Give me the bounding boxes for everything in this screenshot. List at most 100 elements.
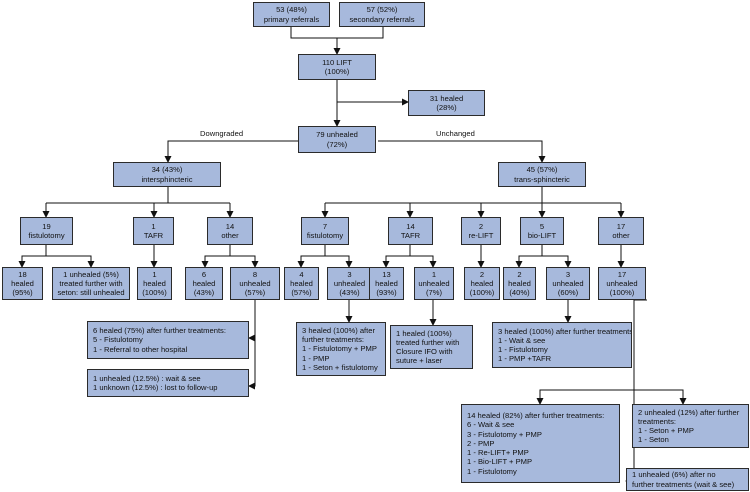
node-trans-sphincteric: 45 (57%) trans-sphincteric bbox=[498, 162, 586, 187]
text: 1 - Bio-LIFT + PMP bbox=[467, 457, 533, 467]
node-6-healed-further: 6 healed (75%) after further treatments:… bbox=[87, 321, 249, 359]
node-14-healed-further: 14 healed (82%) after further treatments… bbox=[461, 404, 620, 483]
node-1-unhealed-seton: 1 unhealed (5%) treated further with set… bbox=[52, 267, 130, 300]
text: (95%) bbox=[12, 288, 33, 298]
node-17-unhealed: 17 unhealed (100%) bbox=[598, 267, 646, 300]
text: 1 healed (100%) bbox=[396, 328, 452, 338]
node-2-healed-re-lift: 2 healed (100%) bbox=[464, 267, 500, 300]
text: healed bbox=[375, 278, 398, 288]
node-110-lift: 110 LIFT (100%) bbox=[298, 54, 376, 80]
text: fistulotomy bbox=[28, 231, 65, 240]
text: TAFR bbox=[143, 231, 164, 240]
text: (43%) bbox=[339, 288, 360, 298]
text: 7 bbox=[322, 221, 328, 231]
node-14-other: 14 other bbox=[207, 217, 253, 245]
text: 1 - Fistulotomy bbox=[467, 466, 517, 476]
node-3-healed-further-fistulotomy: 3 healed (100%) after further treatments… bbox=[296, 322, 386, 376]
text: 1 - Referral to other hospital bbox=[93, 344, 188, 354]
text: (60%) bbox=[557, 288, 579, 298]
text: 1 - Re-LIFT+ PMP bbox=[467, 448, 529, 458]
text: 1 - Seton + fistulotomy bbox=[302, 362, 378, 372]
text: (93%) bbox=[376, 288, 397, 298]
text: 3 - Fistulotomy + PMP bbox=[467, 429, 542, 439]
text: 79 unhealed bbox=[316, 130, 358, 140]
text: 1 unknown (12.5%) : lost to follow-up bbox=[93, 383, 218, 392]
text: 13 bbox=[382, 269, 391, 279]
text: 1 bbox=[152, 269, 157, 279]
node-3-unhealed-bio-lift: 3 unhealed (60%) bbox=[546, 267, 590, 300]
text: healed bbox=[143, 278, 166, 288]
text: (7%) bbox=[425, 288, 443, 298]
text: (57%) bbox=[244, 288, 266, 298]
node-3-healed-further-bio-lift: 3 healed (100%) after further treatments… bbox=[492, 322, 632, 368]
text: further treatments (wait & see) bbox=[632, 479, 735, 489]
edge-label-downgraded: Downgraded bbox=[200, 129, 244, 138]
text: healed bbox=[11, 278, 34, 288]
text: 14 bbox=[225, 221, 235, 231]
text: 57 (52%) bbox=[366, 5, 398, 15]
text: seton: still unhealed bbox=[57, 288, 125, 298]
text: (100%) bbox=[469, 288, 495, 298]
text: unhealed bbox=[606, 278, 638, 288]
text: 18 bbox=[18, 269, 27, 279]
node-primary-referrals: 53 (48%) primary referrals bbox=[253, 2, 330, 27]
text: 3 healed (100%) after further treatments… bbox=[498, 326, 632, 336]
text: Closure IFO with bbox=[396, 347, 453, 356]
text: (43%) bbox=[193, 288, 215, 298]
text: 1 - Seton + PMP bbox=[638, 426, 694, 435]
node-1-unhealed-tafr: 1 unhealed (7%) bbox=[414, 267, 454, 300]
text: 110 LIFT bbox=[322, 57, 352, 67]
node-1-tafr: 1 TAFR bbox=[133, 217, 174, 245]
text: (57%) bbox=[291, 288, 312, 298]
text: re-LIFT bbox=[468, 231, 494, 240]
text: 2 bbox=[479, 269, 485, 279]
text: 6 bbox=[201, 269, 207, 279]
text: 1 bbox=[151, 221, 156, 231]
text: 2 bbox=[517, 269, 522, 279]
text: treatments: bbox=[638, 416, 676, 426]
node-31-healed: 31 healed (28%) bbox=[408, 90, 485, 116]
text: 53 (48%) bbox=[276, 5, 307, 15]
text: 2 - PMP bbox=[467, 438, 495, 448]
text: fistulotomy bbox=[306, 231, 344, 240]
text: 34 (43%) bbox=[151, 165, 183, 175]
text: other bbox=[221, 231, 239, 240]
text: healed bbox=[508, 278, 531, 288]
edge-label-unchanged: Unchanged bbox=[436, 129, 475, 138]
text: 1 - Fistulotomy + PMP bbox=[302, 344, 377, 354]
text: (72%) bbox=[326, 139, 348, 149]
text: 1 - PMP bbox=[302, 353, 330, 363]
text: healed bbox=[470, 278, 494, 288]
text: 1 unhealed (12.5%) : wait & see bbox=[93, 373, 201, 383]
text: 2 bbox=[478, 221, 484, 231]
text: 1 bbox=[431, 269, 437, 279]
text: 31 healed bbox=[429, 93, 464, 103]
text: suture + laser bbox=[396, 356, 443, 366]
text: 4 bbox=[299, 269, 304, 279]
text: further treatments: bbox=[302, 335, 365, 345]
node-secondary-referrals: 57 (52%) secondary referrals bbox=[339, 2, 425, 27]
text: 1 - Seton bbox=[638, 435, 669, 445]
node-79-unhealed: 79 unhealed (72%) bbox=[298, 126, 376, 153]
node-14-tafr: 14 TAFR bbox=[388, 217, 433, 245]
node-7-fistulotomy: 7 fistulotomy bbox=[301, 217, 349, 245]
node-8-unhealed: 8 unhealed (57%) bbox=[230, 267, 280, 300]
node-1-unhealed-wait-see: 1 unhealed (12.5%) : wait & see 1 unknow… bbox=[87, 369, 249, 397]
text: 45 (57%) bbox=[526, 165, 558, 175]
text: secondary referrals bbox=[349, 14, 415, 24]
node-4-healed: 4 healed (57%) bbox=[284, 267, 319, 300]
text: 3 bbox=[565, 269, 571, 279]
node-1-unhealed-no-further: 1 unhealed (6%) after no further treatme… bbox=[626, 468, 749, 491]
text: 14 bbox=[406, 221, 415, 231]
text: (28%) bbox=[436, 103, 457, 112]
node-13-healed: 13 healed (93%) bbox=[369, 267, 404, 300]
text: unhealed bbox=[333, 278, 366, 288]
node-3-unhealed-fistulotomy: 3 unhealed (43%) bbox=[327, 267, 372, 300]
text: (100%) bbox=[142, 288, 167, 298]
node-2-healed-bio-lift: 2 healed (40%) bbox=[503, 267, 536, 300]
text: (40%) bbox=[509, 288, 530, 298]
text: 1 - Wait & see bbox=[498, 335, 546, 345]
node-19-fistulotomy: 19 fistulotomy bbox=[20, 217, 73, 245]
text: 5 bbox=[539, 221, 545, 231]
